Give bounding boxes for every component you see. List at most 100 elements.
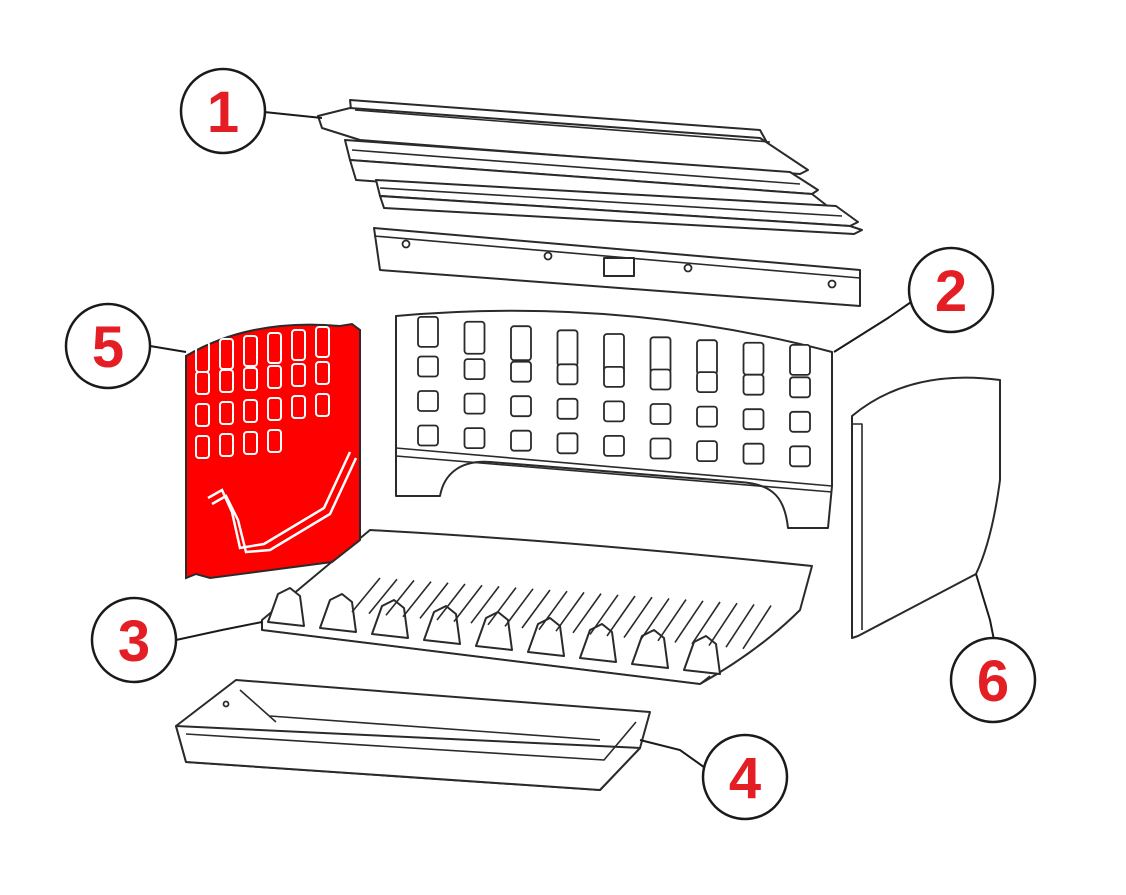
grate-slot <box>708 602 738 647</box>
panel-hole <box>315 393 330 417</box>
grate-slot <box>368 578 398 615</box>
panel-hole <box>603 434 625 457</box>
callout-4: 4 <box>701 733 789 821</box>
grate-slot <box>470 585 500 624</box>
panel-hole <box>417 315 439 348</box>
grate-teeth <box>267 587 721 675</box>
grate-slot <box>691 601 721 645</box>
grate-slot <box>487 587 517 626</box>
panel-hole <box>195 371 210 395</box>
panel-hole <box>742 408 765 431</box>
panel-hole <box>243 399 258 423</box>
panel-hole <box>291 329 306 361</box>
grate-slot <box>351 577 381 613</box>
grate-slot <box>657 599 687 642</box>
callout-1: 1 <box>179 67 267 155</box>
grate-slot <box>521 589 551 629</box>
panel-hole <box>696 339 718 376</box>
part-6-right-side-panel[interactable] <box>851 376 1001 639</box>
panel-hole <box>603 400 625 423</box>
panel-hole <box>243 367 258 391</box>
part-4-ash-pan[interactable] <box>175 679 651 791</box>
panel-hole <box>417 390 439 412</box>
grate-slot <box>436 583 466 621</box>
grate-tooth <box>267 587 305 627</box>
panel-hole <box>417 355 439 378</box>
panel-hole <box>649 336 672 375</box>
panel-hole <box>556 363 579 386</box>
panel-hole <box>267 365 282 389</box>
panel-hole <box>696 371 718 394</box>
grate-slot <box>385 579 415 616</box>
panel-hole <box>556 397 579 420</box>
grate-tooth <box>683 635 721 675</box>
panel-hole <box>649 437 672 460</box>
panel-hole <box>315 326 330 358</box>
panel-hole <box>417 424 439 447</box>
panel-hole <box>789 376 811 399</box>
part-2-back-panel[interactable] <box>395 309 833 529</box>
panel-hole <box>243 431 258 455</box>
panel-hole <box>291 363 306 387</box>
part-1-baffle-bars[interactable] <box>317 99 863 235</box>
left-panel-holes <box>195 326 330 459</box>
panel-hole <box>510 360 532 383</box>
grate-tooth <box>371 599 409 639</box>
panel-hole <box>603 365 625 388</box>
grate-slot <box>419 582 449 619</box>
leader-lines <box>149 111 995 771</box>
callout-number: 3 <box>118 609 150 674</box>
panel-hole <box>789 410 811 433</box>
panel-hole <box>742 442 765 465</box>
panel-hole <box>789 445 811 468</box>
panel-hole <box>463 320 486 355</box>
panel-hole <box>696 405 718 428</box>
panel-hole <box>510 325 532 362</box>
panel-hole <box>243 335 258 367</box>
grate-slot <box>538 590 568 631</box>
grate-slot <box>589 594 619 635</box>
callout-number: 6 <box>977 649 1009 714</box>
panel-hole <box>649 368 672 391</box>
grate-slot <box>640 597 670 640</box>
panel-hole <box>195 403 210 427</box>
panel-hole <box>789 343 811 376</box>
grate-tooth <box>319 593 357 633</box>
panel-hole <box>556 432 579 455</box>
grate-slot <box>606 595 636 637</box>
callout-number: 4 <box>729 746 761 811</box>
panel-hole <box>315 361 330 385</box>
grate-tooth <box>527 617 565 657</box>
part-3-grate[interactable] <box>261 529 813 685</box>
grate-tooth <box>579 623 617 663</box>
panel-hole <box>510 395 532 418</box>
panel-hole <box>267 429 282 453</box>
panel-hole <box>267 332 282 364</box>
grate-slot <box>572 593 602 634</box>
callout-number: 1 <box>207 80 239 145</box>
callout-6: 6 <box>949 636 1037 724</box>
grate-slot <box>453 584 483 623</box>
callout-2: 2 <box>907 246 995 334</box>
panel-hole <box>195 435 210 459</box>
panel-hole <box>742 373 765 396</box>
panel-hole <box>219 433 234 457</box>
grate-tooth <box>423 605 461 645</box>
grate-slot <box>555 591 585 632</box>
panel-hole <box>556 329 579 368</box>
panel-hole <box>219 369 234 393</box>
panel-hole <box>219 401 234 425</box>
panel-hole <box>649 403 672 425</box>
part-5-left-side-panel[interactable] <box>185 322 361 580</box>
panel-hole <box>463 358 486 381</box>
panel-hole <box>463 427 486 450</box>
back-panel-holes <box>417 315 811 468</box>
grate-slots <box>351 577 772 650</box>
grate-slot <box>402 581 432 618</box>
grate-slot <box>674 600 704 643</box>
grate-slot <box>504 588 534 627</box>
grate-slot <box>725 603 755 648</box>
panel-hole <box>267 397 282 421</box>
panel-hole <box>696 440 718 463</box>
